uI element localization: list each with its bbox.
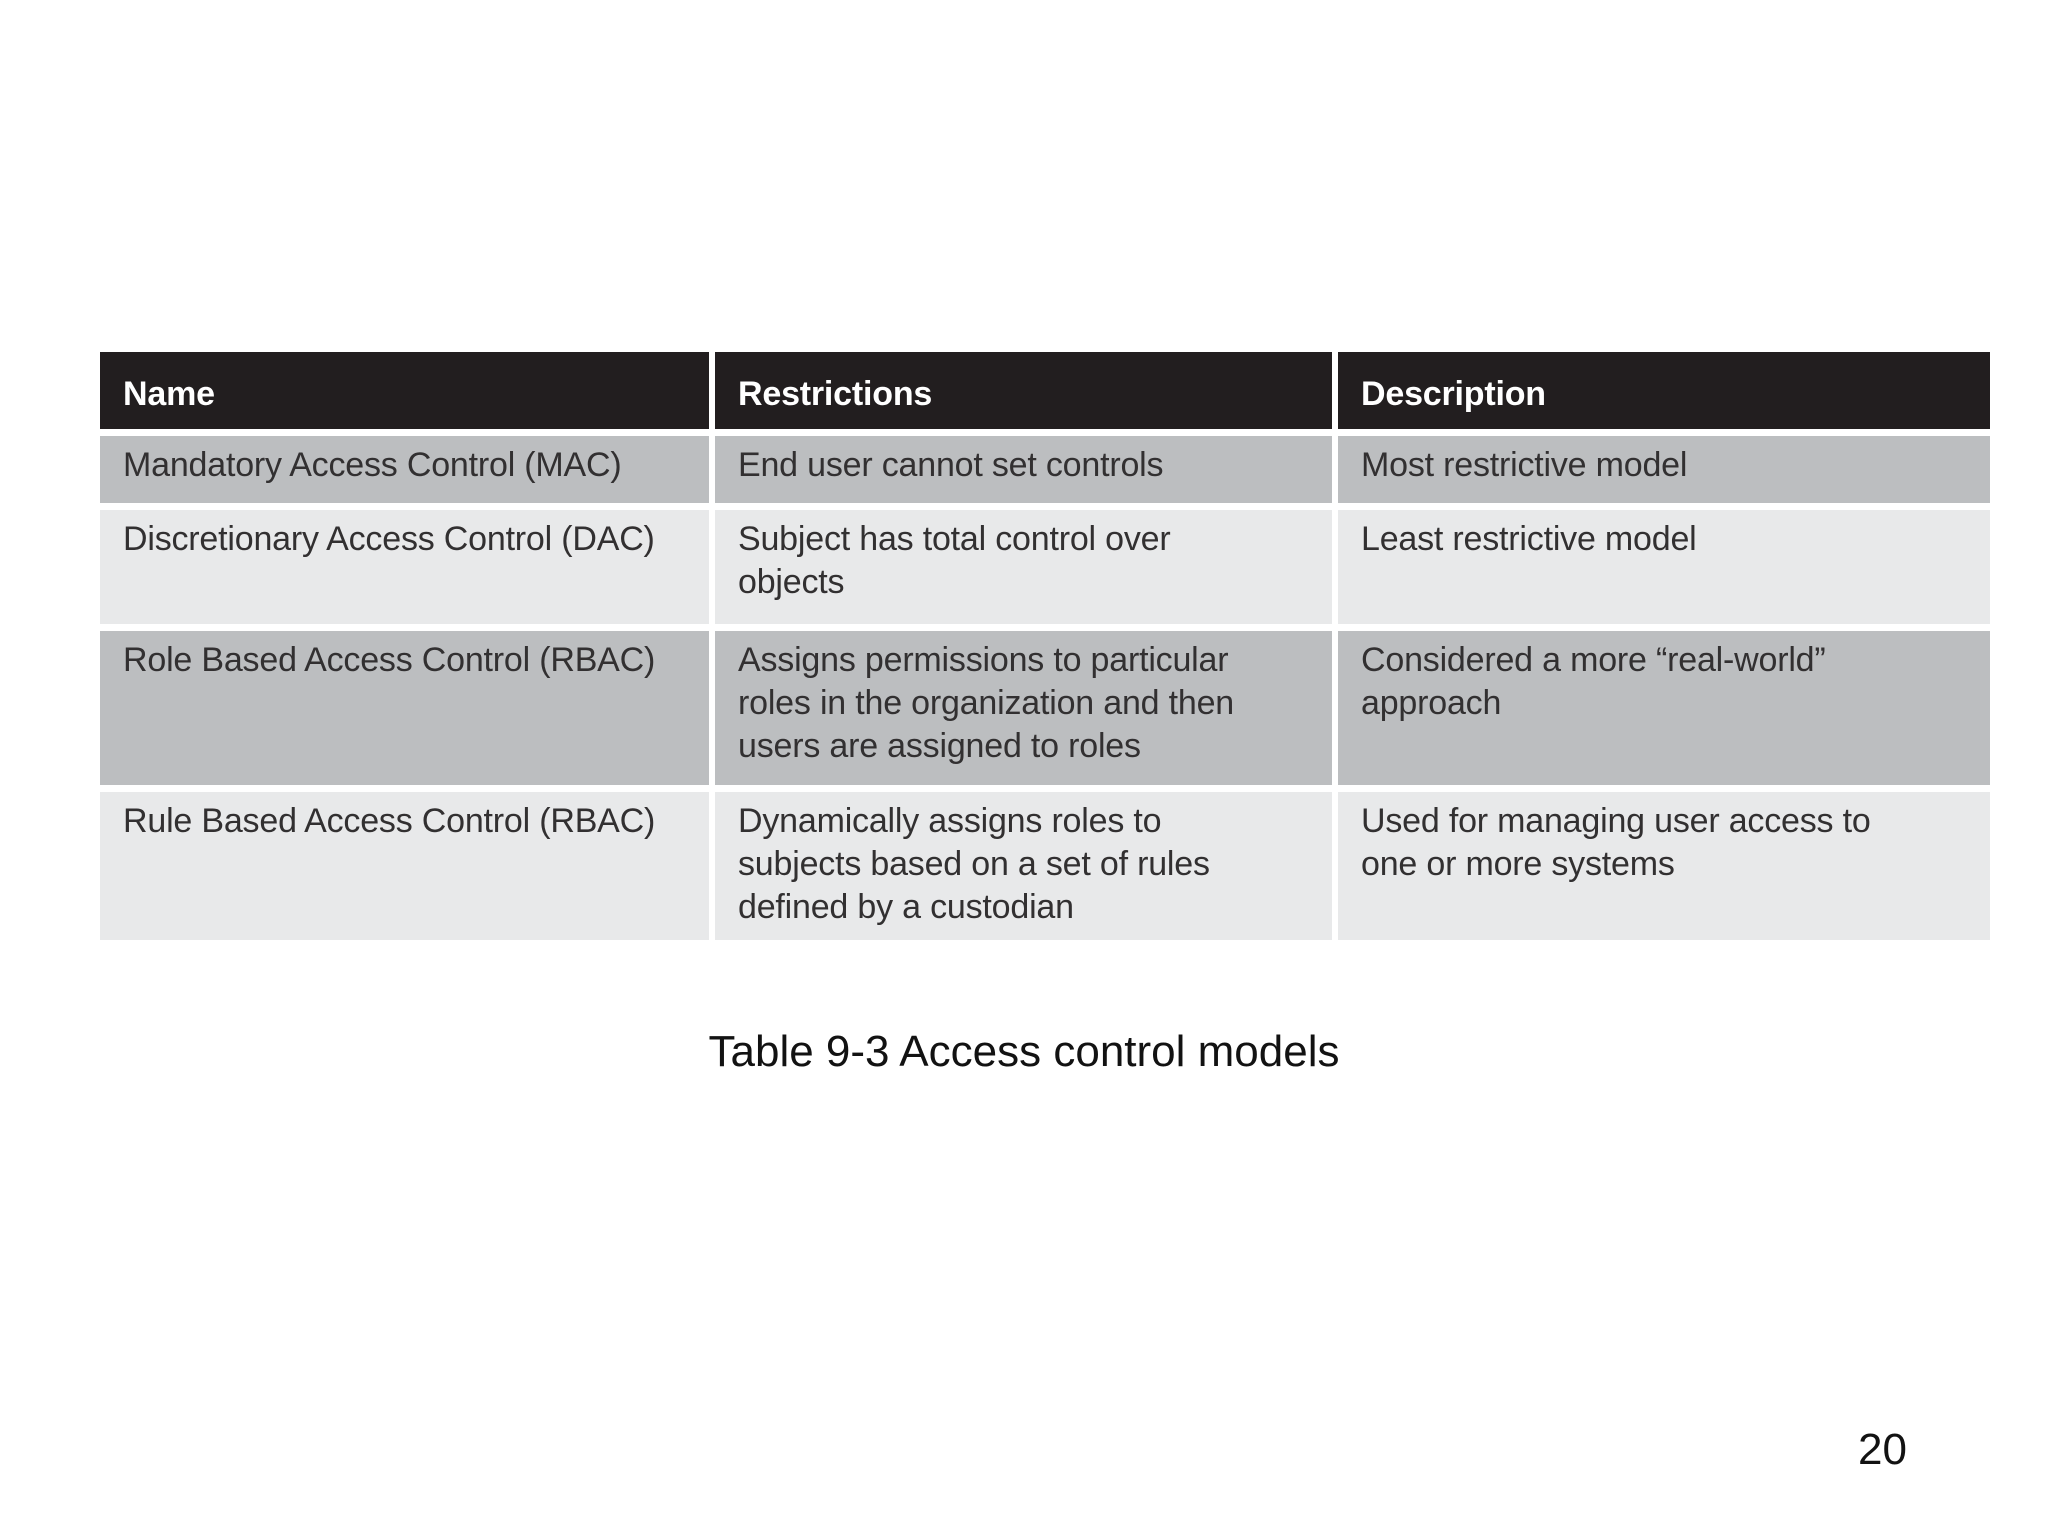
- cell-line: Assigns permissions to particular: [738, 641, 1229, 679]
- column-header-description: Description: [1338, 352, 1990, 429]
- column-header-restrictions: Restrictions: [715, 352, 1332, 429]
- cell-line: Used for managing user access to: [1361, 802, 1871, 840]
- column-header-name: Name: [100, 352, 709, 429]
- table-cell-restrictions: End user cannot set controls: [715, 436, 1332, 503]
- column-header-label: Restrictions: [738, 375, 933, 413]
- cell-line: objects: [738, 563, 845, 601]
- table-cell-restrictions: Subject has total control over objects: [715, 510, 1332, 624]
- cell-line: End user cannot set controls: [738, 446, 1164, 484]
- column-header-label: Name: [123, 375, 215, 413]
- table-cell-name: Role Based Access Control (RBAC): [100, 631, 709, 785]
- cell-line: Dynamically assigns roles to: [738, 802, 1162, 840]
- table-cell-name: Discretionary Access Control (DAC): [100, 510, 709, 624]
- cell-line: roles in the organization and then: [738, 684, 1234, 722]
- cell-line: subjects based on a set of rules: [738, 845, 1210, 883]
- cell-line: Most restrictive model: [1361, 446, 1688, 484]
- cell-line: Least restrictive model: [1361, 520, 1697, 558]
- cell-line: Considered a more “real-world”: [1361, 641, 1826, 679]
- table-caption: Table 9-3 Access control models: [708, 1027, 1340, 1076]
- table-cell-name: Rule Based Access Control (RBAC): [100, 792, 709, 940]
- cell-line: approach: [1361, 684, 1502, 722]
- cell-line: Rule Based Access Control (RBAC): [123, 802, 656, 840]
- table-cell-description: Considered a more “real-world” approach: [1338, 631, 1990, 785]
- table-cell-description: Used for managing user access to one or …: [1338, 792, 1990, 940]
- cell-line: Discretionary Access Control (DAC): [123, 520, 655, 558]
- cell-line: Role Based Access Control (RBAC): [123, 641, 656, 679]
- cell-line: Subject has total control over: [738, 520, 1171, 558]
- cell-line: one or more systems: [1361, 845, 1675, 883]
- table-cell-name: Mandatory Access Control (MAC): [100, 436, 709, 503]
- cell-line: Mandatory Access Control (MAC): [123, 446, 622, 484]
- access-control-models-table: Name Restrictions Description Mandatory …: [100, 352, 1990, 940]
- table-cell-description: Least restrictive model: [1338, 510, 1990, 624]
- column-header-label: Description: [1361, 375, 1546, 413]
- table-cell-description: Most restrictive model: [1338, 436, 1990, 503]
- cell-line: users are assigned to roles: [738, 727, 1141, 765]
- cell-line: defined by a custodian: [738, 888, 1074, 926]
- table-cell-restrictions: Assigns permissions to particular roles …: [715, 631, 1332, 785]
- page-number: 20: [1858, 1425, 1907, 1474]
- table-cell-restrictions: Dynamically assigns roles to subjects ba…: [715, 792, 1332, 940]
